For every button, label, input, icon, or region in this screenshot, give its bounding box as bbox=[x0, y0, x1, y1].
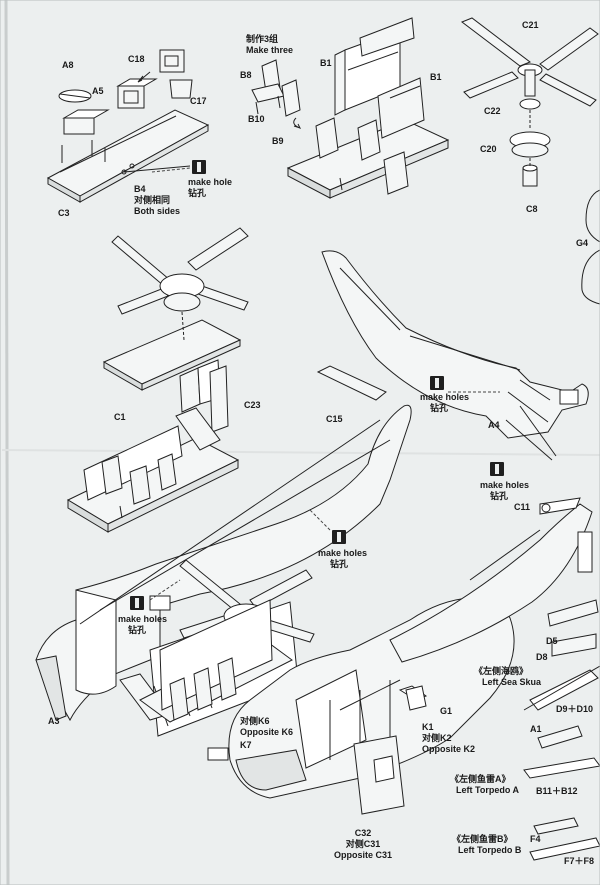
part-k1 bbox=[405, 685, 427, 711]
caption-b4: B4 对侧相同 Both sides bbox=[134, 184, 180, 217]
caption-make-holes-2: make holes 钻孔 bbox=[480, 480, 529, 502]
label-make-holes-2-cn: 钻孔 bbox=[490, 491, 509, 501]
label-k7: K7 bbox=[240, 740, 252, 750]
tail-boom-a4 bbox=[321, 250, 589, 461]
label-b1-right: B1 bbox=[430, 72, 442, 82]
label-c22: C22 bbox=[484, 106, 501, 116]
caption-sea-skua: 《左侧海鸥》 Left Sea Skua bbox=[474, 666, 541, 688]
label-g1: G1 bbox=[440, 706, 453, 716]
label-make-hole-cn: 钻孔 bbox=[188, 188, 207, 198]
drill-hole-icon bbox=[332, 530, 346, 544]
drill-hole-icon bbox=[430, 376, 444, 390]
label-c31-cn: 对侧C31 bbox=[345, 839, 381, 849]
label-make-holes-3-cn: 钻孔 bbox=[330, 559, 349, 569]
label-c3: C3 bbox=[58, 208, 70, 218]
part-g4-edge bbox=[581, 189, 600, 305]
main-rotor-c21-assembly bbox=[460, 17, 599, 187]
drill-hole-icon bbox=[490, 462, 504, 476]
label-b4-cn: 对侧相同 bbox=[134, 195, 171, 205]
label-a5: A5 bbox=[92, 86, 104, 96]
tail-boom-right bbox=[389, 497, 593, 663]
cabin-interior bbox=[139, 599, 293, 723]
seat-bench-b1-assembly bbox=[286, 17, 450, 199]
caption-make-holes-3: make holes 钻孔 bbox=[318, 548, 367, 570]
label-make-three-cn: 制作3组 bbox=[246, 34, 279, 44]
label-k2-cn: 对侧K2 bbox=[422, 733, 452, 743]
label-b4: B4 bbox=[134, 184, 146, 194]
label-make-holes-4: make holes bbox=[118, 614, 168, 624]
seat-b8-b9-b10 bbox=[251, 59, 302, 129]
drill-hole-icon bbox=[192, 160, 206, 174]
label-b8: B8 bbox=[240, 70, 252, 80]
label-f7-f8: F7＋F8 bbox=[564, 856, 595, 866]
label-make-holes-4-cn: 钻孔 bbox=[128, 625, 147, 635]
label-g4: G4 bbox=[576, 238, 589, 248]
caption-make-three: 制作3组 Make three bbox=[246, 34, 293, 56]
weapons-column bbox=[523, 599, 600, 861]
label-c8: C8 bbox=[526, 204, 538, 214]
label-make-holes-1: make holes bbox=[420, 392, 470, 402]
label-make-three-en: Make three bbox=[246, 45, 294, 55]
label-torpedo-a-en: Left Torpedo A bbox=[456, 785, 519, 795]
label-b10: B10 bbox=[248, 114, 265, 124]
label-make-hole: make hole bbox=[188, 177, 233, 187]
drill-hole-icon bbox=[130, 596, 144, 610]
label-torpedo-b-cn: 《左侧鱼雷B》 bbox=[452, 834, 513, 844]
label-k1: K1 bbox=[422, 722, 434, 732]
label-d8: D8 bbox=[536, 652, 548, 662]
caption-torpedo-a: 《左侧鱼雷A》 Left Torpedo A bbox=[450, 774, 519, 796]
label-c32: C32 bbox=[354, 828, 372, 838]
seat-tub-lower bbox=[66, 407, 240, 533]
label-b1-left: B1 bbox=[320, 58, 332, 68]
label-c20: C20 bbox=[480, 144, 497, 154]
label-c18: C18 bbox=[128, 54, 145, 64]
label-make-holes-1-cn: 钻孔 bbox=[430, 403, 449, 413]
label-torpedo-b-en: Left Torpedo B bbox=[458, 845, 522, 855]
label-b11-b12: B11＋B12 bbox=[536, 786, 578, 796]
label-c23: C23 bbox=[244, 400, 261, 410]
caption-make-holes-1: make holes 钻孔 bbox=[420, 392, 469, 414]
label-c31-en: Opposite C31 bbox=[334, 850, 393, 860]
caption-c32: C32 对侧C31 Opposite C31 bbox=[334, 828, 392, 861]
rotor-hub-c1-assembly bbox=[102, 227, 249, 433]
label-b9: B9 bbox=[272, 136, 284, 146]
label-k6-en: Opposite K6 bbox=[240, 727, 294, 737]
label-a1: A1 bbox=[530, 724, 542, 734]
caption-k6: 对侧K6 Opposite K6 bbox=[240, 716, 293, 738]
label-k6-cn: 对侧K6 bbox=[240, 716, 270, 726]
label-f4: F4 bbox=[530, 834, 541, 844]
label-d5: D5 bbox=[546, 636, 558, 646]
caption-k1-k2: K1 对侧K2 Opposite K2 bbox=[422, 722, 475, 755]
label-c11: C11 bbox=[514, 502, 531, 512]
label-c21: C21 bbox=[522, 20, 539, 30]
label-b4-en: Both sides bbox=[134, 206, 181, 216]
label-sea-skua-cn: 《左侧海鸥》 bbox=[474, 666, 529, 676]
label-make-holes-2: make holes bbox=[480, 480, 530, 490]
label-c1: C1 bbox=[114, 412, 126, 422]
cabin-floor-c3-assembly bbox=[46, 49, 210, 203]
label-c15: C15 bbox=[326, 414, 343, 424]
label-torpedo-a-cn: 《左侧鱼雷A》 bbox=[450, 774, 511, 784]
label-a8: A8 bbox=[62, 60, 74, 70]
caption-make-holes-4: make holes 钻孔 bbox=[118, 614, 167, 636]
label-a4: A4 bbox=[488, 420, 500, 430]
caption-torpedo-b: 《左侧鱼雷B》 Left Torpedo B bbox=[452, 834, 521, 856]
label-a3: A3 bbox=[48, 716, 60, 726]
label-k2-en: Opposite K2 bbox=[422, 744, 476, 754]
caption-make-hole: make hole 钻孔 bbox=[188, 177, 232, 199]
label-c17: C17 bbox=[190, 96, 207, 106]
label-d9-d10: D9＋D10 bbox=[556, 704, 594, 714]
part-k7 bbox=[207, 747, 229, 761]
panel-c15 bbox=[316, 365, 387, 401]
label-make-holes-3: make holes bbox=[318, 548, 368, 558]
label-sea-skua-en: Left Sea Skua bbox=[482, 677, 542, 687]
